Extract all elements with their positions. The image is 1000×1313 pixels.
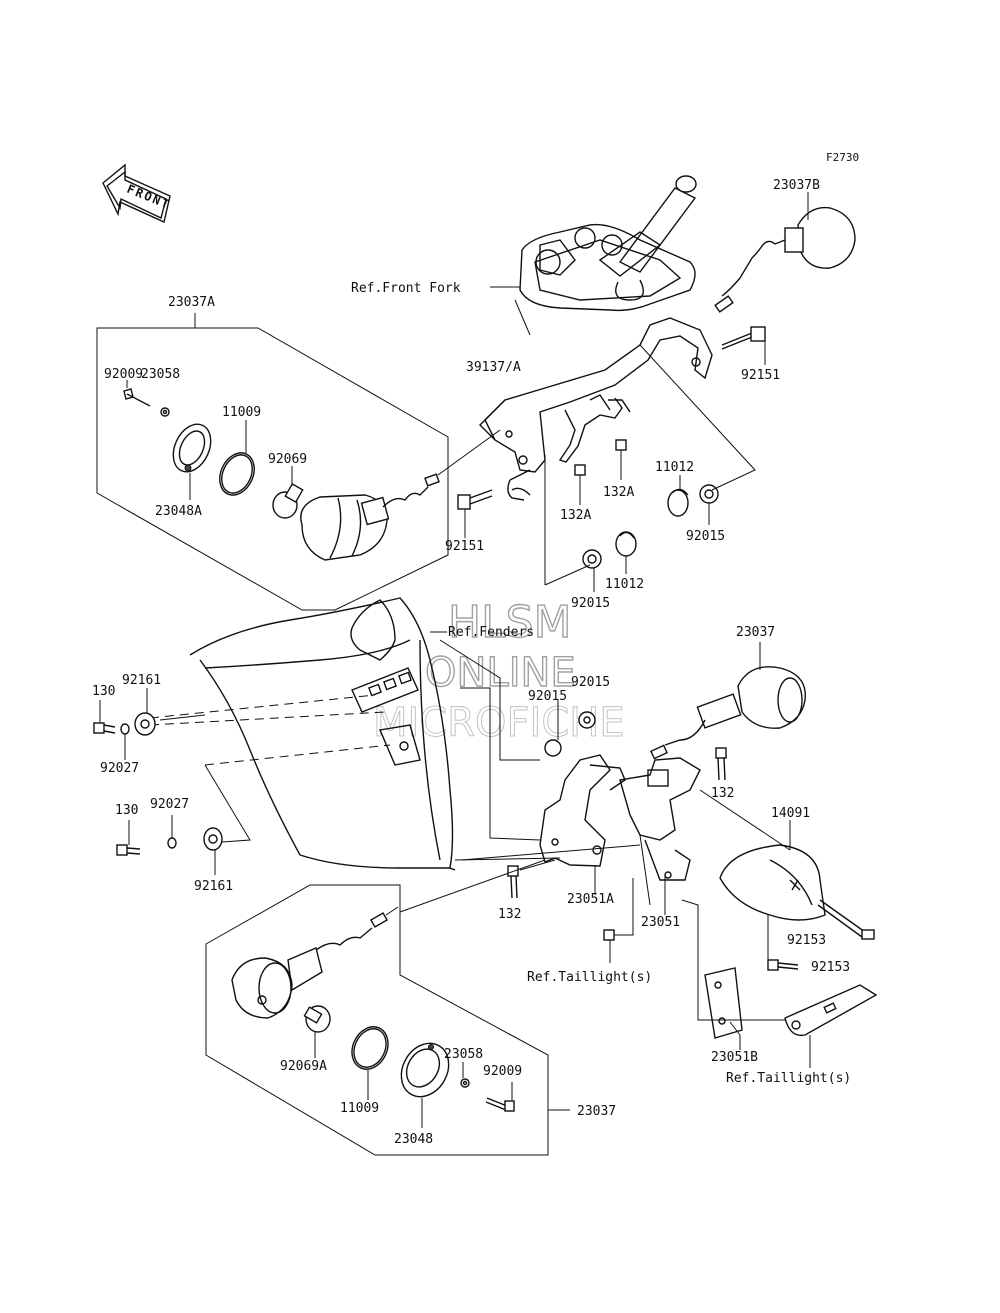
label-92153-a: 92153: [787, 933, 826, 948]
label-132-b: 132: [498, 907, 521, 922]
rear-bracket-23051: [619, 757, 701, 915]
screw-92153-b: [767, 915, 799, 971]
label-92027-a: 92027: [100, 761, 139, 776]
ref-fenders: Ref.Fenders: [448, 625, 534, 640]
rear-cover-14091: [719, 820, 826, 921]
label-11009-a: 11009: [222, 405, 261, 420]
label-23048: 23048: [394, 1132, 433, 1147]
lens-23048: [400, 1042, 450, 1128]
rear-bracket-23051B: [704, 967, 743, 1050]
nut-92015-c: [544, 700, 562, 757]
label-92009-a: 92009: [104, 367, 143, 382]
taillight-bracket: [784, 984, 878, 1068]
nut-23058-b: [460, 1062, 470, 1088]
label-23051A: 23051A: [567, 892, 614, 907]
signal-stay-39137: [479, 317, 713, 501]
fender: [189, 597, 456, 871]
label-23037B: 23037B: [773, 178, 820, 193]
bolt-130-b: [116, 820, 141, 856]
o-ring-11009-b: [351, 1026, 389, 1100]
label-23048A: 23048A: [155, 504, 202, 519]
label-92027-b: 92027: [150, 797, 189, 812]
nut-132A-a: [574, 464, 586, 505]
collar-92027-b: [167, 815, 177, 849]
ref-taillight-1: Ref.Taillight(s): [527, 970, 652, 985]
label-92161-b: 92161: [194, 879, 233, 894]
collar-92027-a: [120, 723, 130, 760]
label-11012-b: 11012: [605, 577, 644, 592]
turn-signal-23037B: [714, 192, 856, 313]
label-92069: 92069: [268, 452, 307, 467]
grommet-92161-b: [203, 827, 223, 875]
label-92069A: 92069A: [280, 1059, 327, 1074]
label-92015-a: 92015: [686, 529, 725, 544]
label-130-a: 130: [92, 684, 115, 699]
label-92153-b: 92153: [811, 960, 850, 975]
nut-92015-a: [699, 484, 719, 525]
label-23051B: 23051B: [711, 1050, 758, 1065]
turn-signal-23037: [650, 642, 806, 760]
label-130-b: 130: [115, 803, 138, 818]
label-23037: 23037: [736, 625, 775, 640]
label-23058-b: 23058: [444, 1047, 483, 1062]
label-11012-a: 11012: [655, 460, 694, 475]
bolt-130-a: [93, 700, 116, 734]
bolt-132-b: [507, 865, 519, 899]
rear-bracket-23051A: [539, 754, 626, 895]
label-132-a: 132: [711, 786, 734, 801]
label-92015-c: 92015: [528, 689, 567, 704]
turn-signal-23037A: [123, 380, 501, 561]
label-132A-a: 132A: [560, 508, 591, 523]
label-23058-a: 23058: [141, 367, 180, 382]
grommet-11012-b: [615, 531, 637, 574]
grommet-92161-a: [134, 688, 156, 736]
watermark-line1: HLSM: [448, 597, 572, 648]
bolt-132-a: [715, 747, 727, 781]
group-box-23037A: [96, 327, 449, 611]
label-92161-a: 92161: [122, 673, 161, 688]
group-box-23037: [205, 884, 549, 1156]
label-11009-b: 11009: [340, 1101, 379, 1116]
bolt-taillight-ref: [603, 878, 634, 963]
bolt-92151-left: [457, 489, 493, 538]
label-39137A: 39137/A: [466, 360, 521, 375]
ref-front-fork: Ref.Front Fork: [351, 281, 461, 296]
label-92009-b: 92009: [483, 1064, 522, 1079]
ref-taillight-2: Ref.Taillight(s): [726, 1071, 851, 1086]
bolt-92151-right: [721, 326, 766, 365]
label-23037A: 23037A: [168, 295, 215, 310]
screw-92153-a: [817, 899, 875, 940]
screw-92009-b: [485, 1082, 515, 1112]
grommet-11012-a: [667, 475, 689, 517]
label-92015-d: 92015: [571, 675, 610, 690]
label-92151-a: 92151: [741, 368, 780, 383]
label-14091: 14091: [771, 806, 810, 821]
turn-signal-23037-front-left: [231, 906, 399, 1019]
front-fork-bracket: [490, 175, 697, 312]
nut-92015-d: [578, 711, 596, 729]
figure-code: F2730: [826, 151, 859, 164]
nut-132A-b: [615, 439, 627, 480]
label-92151-b: 92151: [445, 539, 484, 554]
label-92015-b: 92015: [571, 596, 610, 611]
front-arrow-icon: FRONT: [102, 163, 173, 223]
label-23037-b: 23037: [577, 1104, 616, 1119]
nut-92015-b: [582, 549, 602, 592]
label-23051: 23051: [641, 915, 680, 930]
bulb-92069A: [303, 1005, 331, 1058]
label-132A-b: 132A: [603, 485, 634, 500]
